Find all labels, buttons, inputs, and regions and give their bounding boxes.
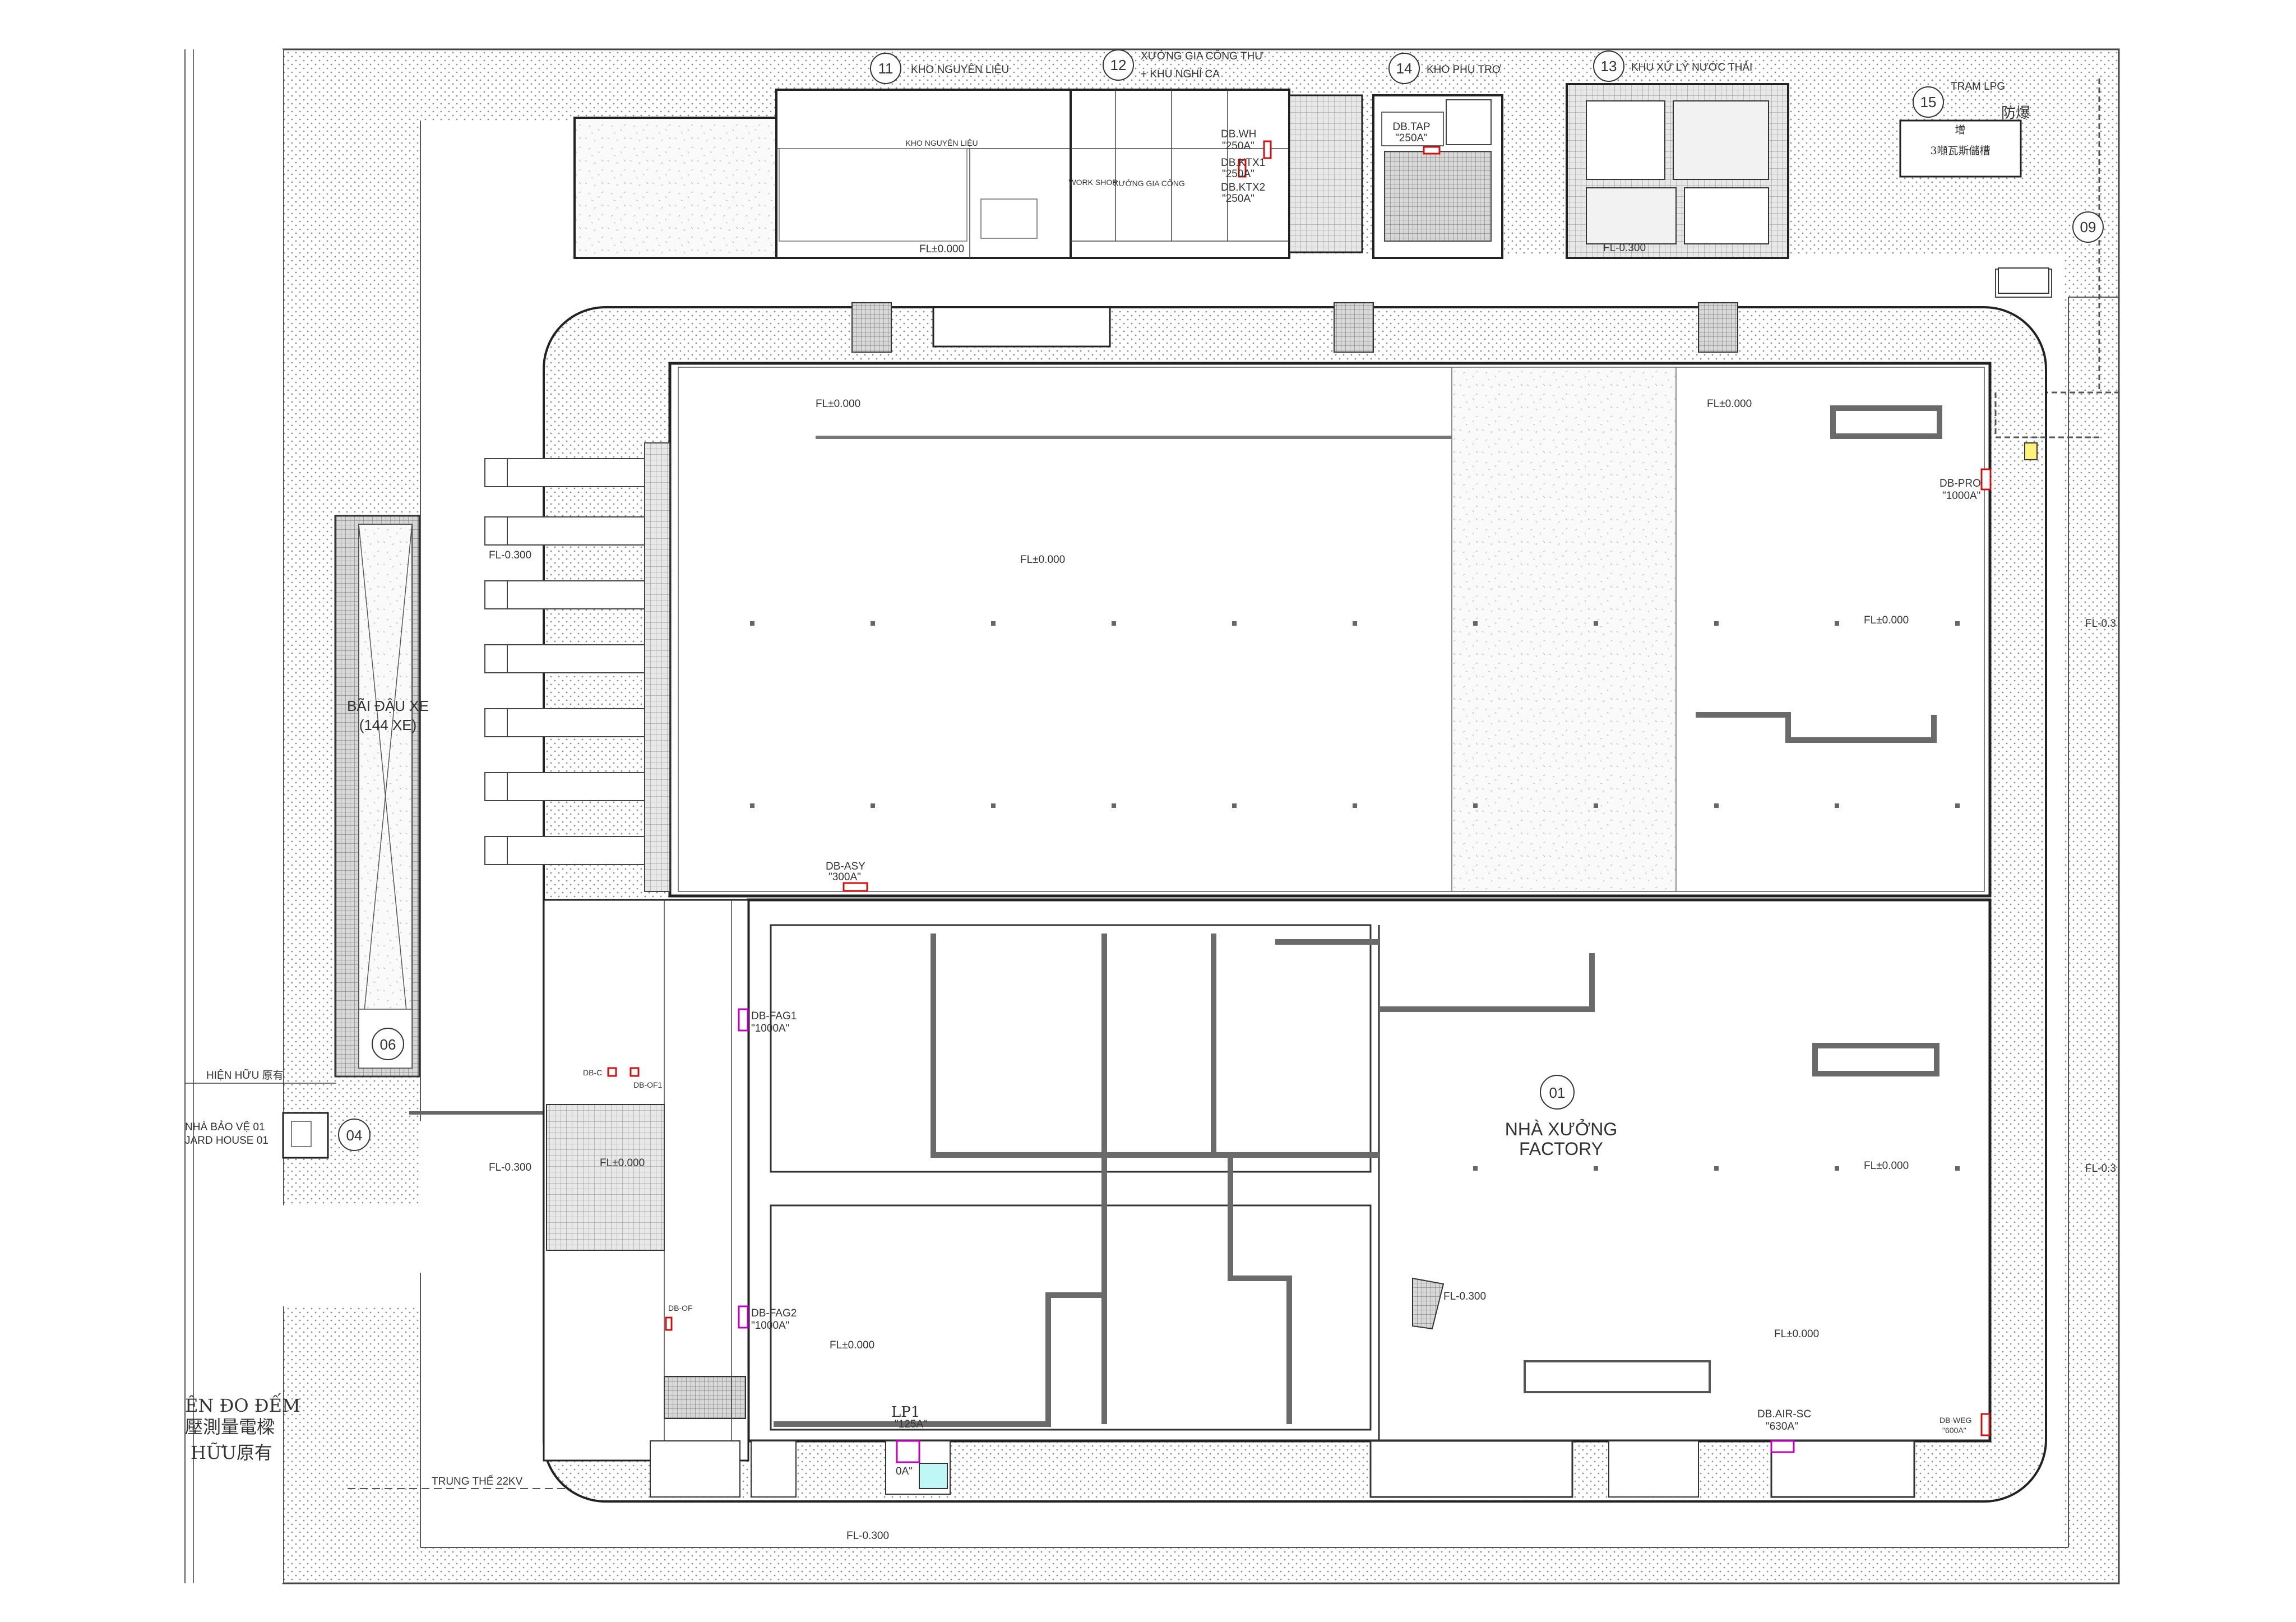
building-number-13: 13: [1601, 58, 1617, 75]
guard-house-label-2: JARD HOUSE 01: [185, 1135, 269, 1147]
db-tap-rating: "250A": [1395, 132, 1428, 144]
building-tag-15: [1913, 86, 1944, 118]
meter-station-label-1: ÊN ĐO ĐẾM: [185, 1393, 300, 1416]
lp1-name: LP1: [891, 1404, 920, 1421]
factory-labels: 01 NHÀ XƯỞNG FACTORY: [1505, 1075, 1618, 1159]
lp1-rating-2: 0A": [896, 1466, 913, 1477]
db-fag2-rating: "1000A": [751, 1320, 789, 1332]
db-c-name: DB-C: [583, 1068, 602, 1077]
level-tag-2: FL±0.000: [1020, 554, 1065, 566]
workshop-room-label: WORK SHOP: [1068, 178, 1117, 187]
db-asy-name: DB-ASY: [826, 861, 865, 872]
level-tag-3: FL±0.000: [1707, 398, 1752, 410]
building-tag-01: [1540, 1075, 1575, 1110]
lpg-tank-label: 3噸瓦斯儲槽: [1930, 145, 1990, 157]
db-weg-rating: "600A": [1942, 1426, 1966, 1435]
db-ktx2-name: DB.KTX2: [1221, 182, 1265, 193]
level-tag-15: FL-0.3: [2085, 1163, 2116, 1175]
building-number-09: 09: [2080, 219, 2096, 235]
parking-area: BÃI ĐẬU XE (144 XE) 06: [334, 515, 429, 1078]
db-weg-name: DB-WEG: [1939, 1416, 1972, 1425]
level-tag-8: FL±0.000: [600, 1157, 645, 1169]
db-of1-name: DB-OF1: [633, 1080, 663, 1089]
db-wh-name: DB.WH: [1221, 128, 1256, 140]
building-tag-09: [2072, 211, 2104, 243]
building-number-01: 01: [1549, 1084, 1566, 1101]
meter-station-label-2: 壓測量電樑: [185, 1416, 275, 1438]
electrical-panels: DB.WH "250A" DB.KTX1 "250A" DB.KTX2 "250…: [583, 112, 1992, 1477]
wastewater-label: KHU XỬ LÝ NƯỚC THẢI: [1631, 61, 1752, 73]
db-fag2-name: DB-FAG2: [751, 1307, 797, 1319]
db-of-name: DB-OF: [668, 1304, 693, 1313]
material-warehouse-room-label: KHO NGUYÊN LIỆU: [905, 138, 978, 147]
level-tag-14: FL-0.3: [2085, 618, 2116, 630]
db-air-name: DB.AIR-SC: [1757, 1408, 1811, 1420]
db-pro-rating: "1000A": [1942, 490, 1980, 502]
existing-label: HIỆN HỮU 原有: [206, 1069, 284, 1082]
meter-station: ÊN ĐO ĐẾM 壓測量電樑 HỮU原有 TRUNG THẾ 22KV: [185, 1393, 617, 1489]
meter-station-label-3: HỮU原有: [191, 1442, 272, 1463]
building-number-06: 06: [380, 1036, 396, 1053]
building-tag-11: [870, 53, 901, 84]
db-fag1-name: DB-FAG1: [751, 1010, 797, 1022]
level-tag-5: FL±0.000: [1864, 1160, 1909, 1172]
building-tag-04: [338, 1119, 371, 1151]
level-tag-9: FL±0.000: [919, 243, 964, 255]
building-tag-12: [1103, 49, 1134, 81]
material-warehouse-label: KHO NGUYÊN LIỆU: [911, 63, 1009, 76]
lp1-rating: "125A": [895, 1418, 927, 1430]
db-ktx1-name: DB.KTX1: [1221, 157, 1265, 169]
db-ktx2-rating: "250A": [1222, 193, 1255, 205]
auxiliary-storage-label: KHO PHỤ TRỢ: [1427, 64, 1501, 76]
level-tag-4: FL±0.000: [1864, 614, 1909, 626]
level-tag-7: FL±0.000: [830, 1339, 874, 1351]
level-tag-6: FL±0.000: [1774, 1328, 1819, 1340]
lpg-top-label: 增: [1955, 124, 1965, 136]
building-number-11: 11: [878, 60, 894, 77]
processing-room-label: XƯỞNG GIA CÔNG: [1113, 178, 1184, 188]
factory-name-en: FACTORY: [1519, 1139, 1603, 1159]
building-number-14: 14: [1396, 60, 1413, 77]
level-tag-11: FL-0.300: [489, 1162, 531, 1173]
building-tag-14: [1388, 53, 1420, 84]
structural-columns: [750, 621, 1960, 1171]
level-tag-12: FL-0.300: [1443, 1291, 1486, 1302]
db-wh-rating: "250A": [1222, 140, 1255, 152]
db-ktx1-rating: "250A": [1222, 168, 1255, 180]
building-number-12: 12: [1110, 57, 1127, 73]
building-number-04: 04: [346, 1127, 363, 1144]
lpg-cjk-label: 防爆: [2001, 105, 2030, 122]
lpg-station-label: TRẠM LPG: [1951, 81, 2005, 93]
db-air-rating: "630A": [1766, 1421, 1798, 1432]
db-asy-rating: "300A": [828, 871, 861, 883]
workshop-label-1: XƯỞNG GIA CÔNG THƯ: [1141, 50, 1263, 62]
level-tag-13: FL-0.300: [846, 1530, 889, 1542]
misc-symbols: [1994, 267, 2099, 460]
level-tags: FL±0.000 FL±0.000 FL±0.000 FL±0.000 FL±0…: [489, 242, 2116, 1542]
level-tag-16: FL-0.300: [1603, 242, 1646, 254]
guard-house-label-1: NHÀ BẢO VỆ 01: [185, 1121, 265, 1133]
power-line-label: TRUNG THẾ 22KV: [432, 1475, 523, 1487]
parking-label-2: (144 XE): [359, 717, 417, 733]
db-tap-name: DB.TAP: [1392, 121, 1430, 133]
db-pro-name: DB-PRO: [1939, 478, 1981, 489]
building-tag-13: [1593, 50, 1624, 82]
factory-name-vi: NHÀ XƯỞNG: [1505, 1119, 1618, 1139]
loading-docks: [484, 458, 645, 865]
guard-house: 04 NHÀ BẢO VỆ 01 JARD HOUSE 01 HIỆN HỮU …: [185, 1069, 547, 1159]
level-tag-1: FL±0.000: [816, 398, 860, 410]
level-tag-10: FL-0.300: [489, 549, 531, 561]
db-fag1-rating: "1000A": [751, 1023, 789, 1034]
factory-building: [484, 302, 2047, 1503]
building-tag-06: [372, 1028, 404, 1060]
building-number-15: 15: [1920, 94, 1937, 110]
north-buildings: KHO NGUYÊN LIỆU WORK SHOP XƯỞNG GIA CÔNG…: [573, 49, 2119, 394]
workshop-label-2: + KHU NGHỈ CA: [1141, 68, 1220, 80]
parking-label-1: BÃI ĐẬU XE: [347, 697, 429, 714]
